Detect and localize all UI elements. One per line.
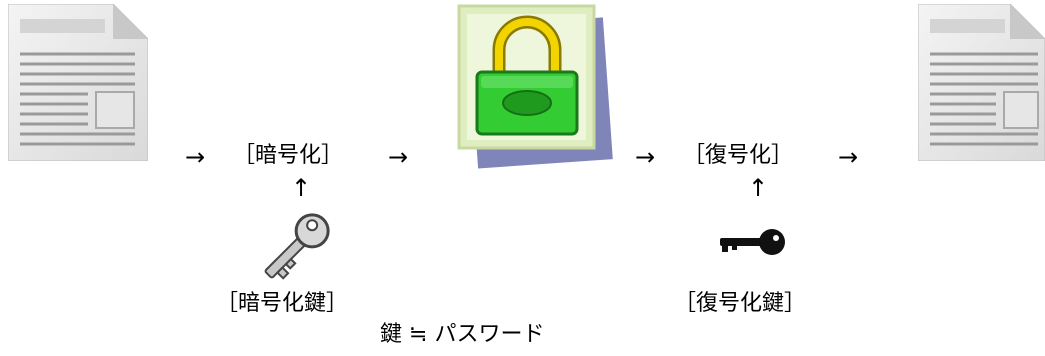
encrypt-step-label: ［暗号化］: [233, 143, 344, 168]
flow-arrow-4: →: [838, 143, 859, 171]
up-arrow-encrypt: ↑: [291, 174, 312, 202]
flow-arrow-3: →: [635, 143, 656, 171]
output-document-icon: [918, 4, 1045, 161]
flow-arrow-2: →: [388, 143, 409, 171]
encryption-key-label: ［暗号化鍵］: [216, 291, 349, 316]
decryption-key-icon: [718, 225, 788, 260]
encrypted-file-padlock-icon: [455, 2, 615, 172]
decryption-key-label: ［復号化鍵］: [674, 291, 807, 316]
decrypt-step-label: ［復号化］: [683, 143, 794, 168]
source-document-icon: [8, 4, 148, 161]
flow-arrow-1: →: [185, 143, 206, 171]
encryption-key-icon: [258, 205, 338, 285]
up-arrow-decrypt: ↑: [748, 174, 769, 202]
key-equals-password-note: 鍵 ≒ パスワード: [380, 322, 545, 347]
